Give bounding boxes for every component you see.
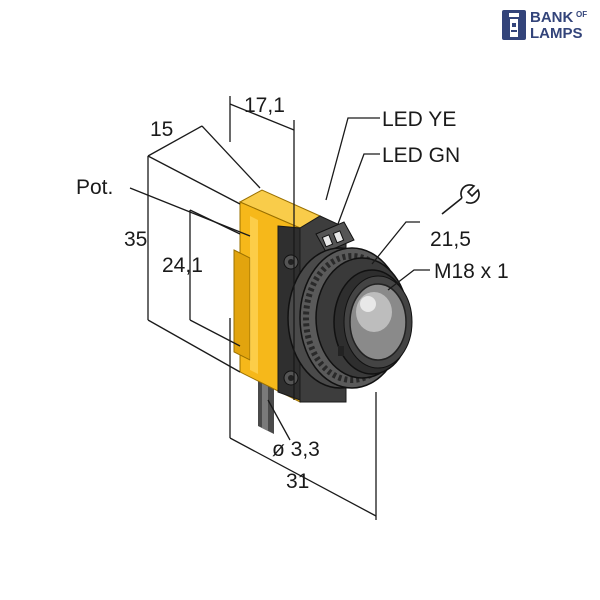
dimension-depth-left: 15 xyxy=(150,118,173,141)
dimension-length-bottom: 31 xyxy=(286,470,309,493)
sensor-lens xyxy=(338,283,407,361)
sensor-cable xyxy=(258,378,274,434)
thread-label: M18 x 1 xyxy=(434,260,509,283)
logo-superscript: OF xyxy=(576,10,587,19)
dimension-lines xyxy=(129,96,430,520)
logo-line2: LAMPS xyxy=(530,25,583,42)
led-green-label: LED GN xyxy=(382,144,460,167)
cable-diameter-label: ø 3,3 xyxy=(272,438,320,461)
wrench-icon xyxy=(441,184,480,215)
lighthouse-icon xyxy=(502,10,526,40)
logo-line1: BANK xyxy=(530,9,573,26)
dimension-width-top: 17,1 xyxy=(244,94,285,117)
bank-of-lamps-logo: BANK OF LAMPS xyxy=(502,9,587,42)
led-yellow-label: LED YE xyxy=(382,108,456,131)
led-indicator-window xyxy=(315,221,355,253)
potentiometer-label: Pot. xyxy=(76,176,113,199)
wrench-size-label: 21,5 xyxy=(430,228,471,251)
dimension-height-total: 35 xyxy=(124,228,147,251)
dimension-height-inner: 24,1 xyxy=(162,254,203,277)
